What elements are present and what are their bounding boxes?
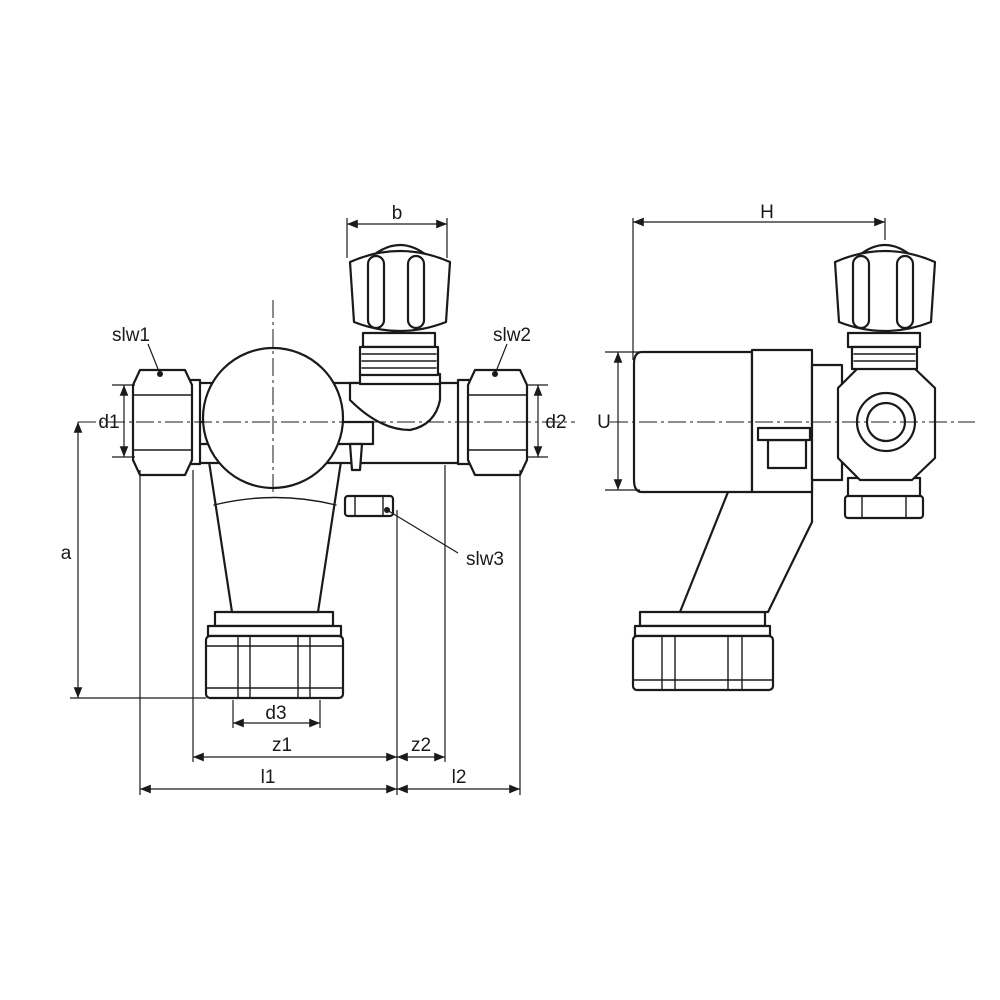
side-view bbox=[631, 244, 937, 692]
label-z1: z1 bbox=[272, 735, 292, 756]
valve-tee bbox=[348, 381, 442, 432]
front-view bbox=[131, 244, 529, 700]
side-handwheel bbox=[833, 244, 937, 371]
label-slw1: slw1 bbox=[112, 325, 150, 346]
label-a: a bbox=[61, 543, 72, 564]
label-d1: d1 bbox=[98, 412, 119, 433]
label-d3: d3 bbox=[265, 703, 286, 724]
bottom-connector bbox=[204, 610, 345, 700]
handwheel bbox=[348, 244, 452, 377]
label-d2: d2 bbox=[545, 412, 566, 433]
labels: b H slw1 slw2 slw3 d1 d2 U a d3 z1 z2 l1… bbox=[61, 202, 774, 788]
label-slw3: slw3 bbox=[466, 549, 504, 570]
leader-slw1 bbox=[147, 343, 161, 375]
label-l2: l2 bbox=[452, 767, 467, 788]
side-bottom-connector bbox=[631, 610, 775, 692]
label-h: H bbox=[760, 202, 774, 223]
leader-slw3 bbox=[386, 509, 459, 554]
label-u: U bbox=[597, 412, 611, 433]
dimensions bbox=[70, 217, 886, 795]
label-l1: l1 bbox=[261, 767, 276, 788]
label-b: b bbox=[392, 203, 403, 224]
slw3-nut bbox=[343, 494, 395, 518]
label-slw2: slw2 bbox=[493, 325, 531, 346]
label-z2: z2 bbox=[411, 735, 431, 756]
leader-slw2 bbox=[494, 343, 508, 375]
